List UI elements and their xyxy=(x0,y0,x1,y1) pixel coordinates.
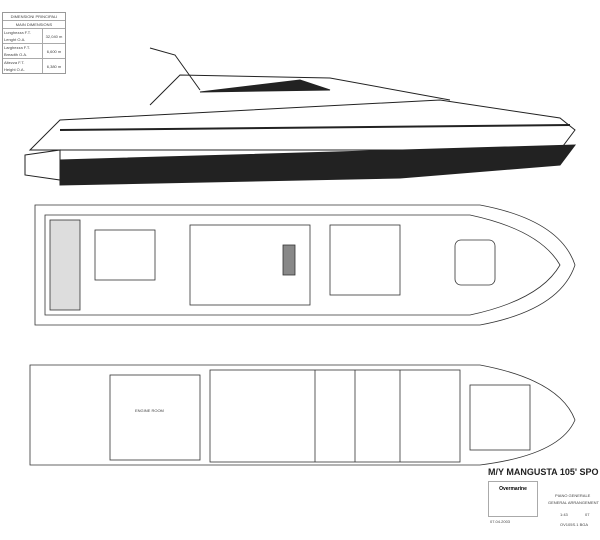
value: 32,040 m xyxy=(45,33,63,39)
date: 07.04.2003 xyxy=(490,519,511,524)
scale: 1:43 xyxy=(560,512,568,517)
main-deck-plan xyxy=(34,204,576,326)
dimensions-title-en: MAIN DIMENSIONS xyxy=(3,21,65,29)
plan-en: GENERAL ARRANGEMENT xyxy=(548,500,599,505)
dimension-row: Altezza F.T. Height O.A. 6,380 m xyxy=(3,59,65,73)
label-it: Lunghezza F.T. xyxy=(4,30,31,35)
overmarine-logo: Overmarine xyxy=(488,481,538,517)
label-it: Larghezza F.T. xyxy=(4,45,31,50)
label-en: Height O.A. xyxy=(4,67,25,72)
side-profile xyxy=(24,47,577,186)
value: 6,380 m xyxy=(46,63,62,69)
engine-room-label: ENGINE ROOM xyxy=(135,408,164,413)
value: 6,600 m xyxy=(46,48,62,54)
sheet: 07 xyxy=(585,512,590,517)
label-it: Altezza F.T. xyxy=(4,60,25,65)
plan-it: PIANO GENERALE xyxy=(555,493,591,498)
label-en: Lenght O.A. xyxy=(4,37,26,42)
dimension-row: Larghezza F.T. Breadth O.A. 6,600 m xyxy=(3,44,65,59)
lower-deck-plan: ENGINE ROOM xyxy=(29,364,576,466)
dimensions-title-it: DIMENSIONI PRINCIPALI xyxy=(3,13,65,21)
label-en: Breadth O.A. xyxy=(4,52,28,57)
main-dimensions-table: DIMENSIONI PRINCIPALI MAIN DIMENSIONS Lu… xyxy=(2,12,66,74)
vessel-name: M/Y MANGUSTA 105' SPO xyxy=(487,467,600,477)
dimension-row: Lunghezza F.T. Lenght O.A. 32,040 m xyxy=(3,29,65,44)
drawing-number: OV105S.1 BGA xyxy=(560,522,589,527)
